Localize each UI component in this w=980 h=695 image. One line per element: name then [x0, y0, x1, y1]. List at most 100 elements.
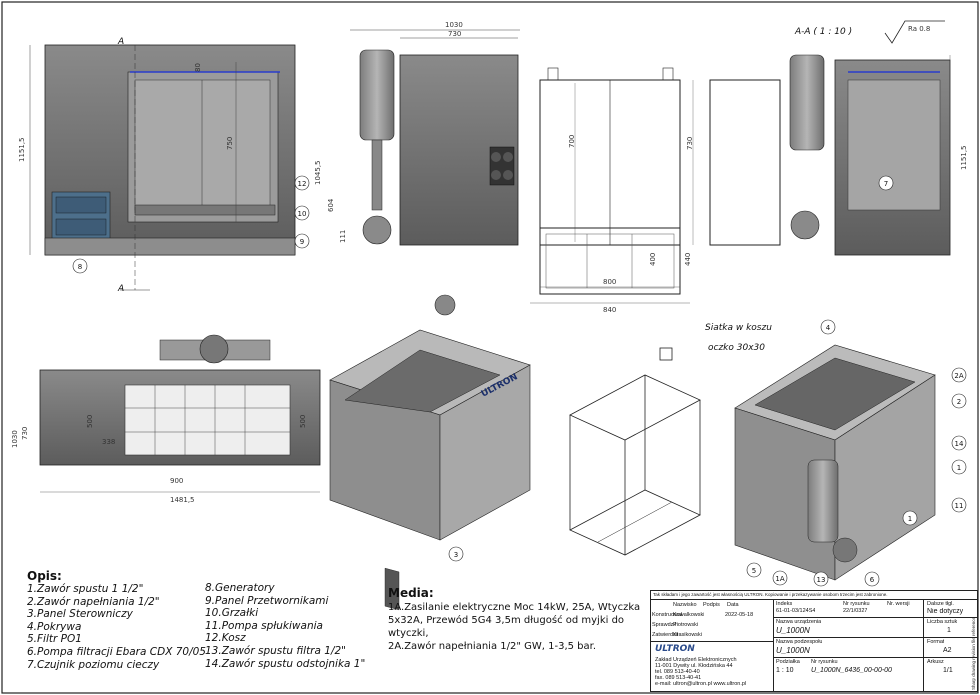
mesh-label-line1: Siatka w koszu: [705, 323, 772, 333]
dim-front-inner: 750: [226, 137, 234, 150]
balloon-1-top: 1: [951, 459, 967, 475]
balloon-11: 11: [951, 497, 967, 513]
opis-item: 7.Czujnik poziomu cieczy: [27, 658, 160, 671]
title-block: Tak składam i jego zawartość jest własno…: [650, 590, 978, 692]
balloon-9: 9: [294, 233, 310, 249]
balloon-2: 2: [951, 393, 967, 409]
basket-front-view: 700: [539, 67, 681, 246]
side-note: Sharp drawing revision file reference: [971, 616, 976, 690]
company-logo: ULTRON: [655, 644, 695, 654]
opis-item: 9.Panel Przetwornikami: [205, 594, 329, 607]
svg-text:9: 9: [300, 238, 304, 246]
section-mark-top: A: [117, 37, 124, 47]
company-line-4: fax. 089 513-40-41: [655, 675, 702, 681]
mesh-label-line2: oczko 30x30: [708, 343, 765, 353]
svg-text:1A: 1A: [775, 575, 784, 583]
plan-view: 1481,5 1030 730 338 900 500 500: [11, 334, 321, 504]
tb-liczba-label: Liczba sztuk: [927, 619, 958, 625]
svg-text:2: 2: [957, 398, 961, 406]
iso-view-basket: [569, 347, 701, 556]
tb-indeks-label: Indeks: [776, 601, 793, 607]
tb-format-value: A2: [943, 647, 952, 654]
iso-view-right: 4 2A 2 14 1 11 1 6 13 1A 5: [734, 319, 967, 587]
opis-item: 1.Zawór spustu 1 1/2": [27, 583, 144, 595]
opis-item: 10.Grzałki: [205, 607, 259, 620]
balloon-2A: 2A: [951, 367, 967, 383]
tb-skala-value: 1 : 10: [776, 667, 794, 674]
svg-text:2A: 2A: [954, 372, 963, 380]
balloon-8: 8: [72, 258, 88, 274]
dim-side-low: 111: [339, 230, 347, 243]
tb-name-3: Krasikowski: [673, 632, 703, 638]
tb-nazwa-pod-label: Nazwa podzespołu: [776, 639, 823, 645]
dim-front-top: 80: [194, 63, 202, 72]
tb-liczba-value: 1: [947, 627, 951, 634]
side-view: 1030 730 1045,5 604 111: [314, 21, 520, 246]
opis-item: 11.Pompa spłukiwania: [205, 619, 323, 632]
svg-text:5: 5: [752, 567, 756, 575]
dim-plan-inner: 730: [21, 427, 29, 440]
tb-format-label: Format: [927, 639, 945, 645]
tb-nr-rysunku-label: Nr rysunku: [843, 601, 870, 607]
tb-arkusz-label: Arkusz: [927, 659, 944, 665]
opis-item: 3.Panel Sterowniczy: [27, 608, 133, 621]
tb-nr-rysunku-value: 22/1/0327: [843, 608, 868, 614]
dim-side-mid: 604: [327, 198, 335, 212]
svg-text:8: 8: [78, 263, 82, 271]
opis-item: 14.Zawór spustu odstojnika 1": [205, 657, 366, 670]
tb-indeks-value: 61-01-03/124S4: [776, 608, 816, 614]
company-line-5: e-mail: ultron@ultron.pl www.ultron.pl: [655, 681, 747, 687]
dim-front-height: 1151,5: [18, 138, 26, 163]
dim-side-total: 1030: [445, 21, 463, 29]
tb-role-3: Zatwierdził: [652, 632, 679, 638]
opis-item: 5.Filtr PO1: [27, 633, 82, 646]
tb-nr-rys2-value: U_1000N_6436_00-00-00: [811, 667, 892, 674]
balloon-5: 5: [746, 562, 762, 578]
opis-item: 13.Zawór spustu filtra 1/2": [205, 644, 346, 657]
balloon-10: 10: [294, 205, 310, 221]
balloon-12: 12: [294, 175, 310, 191]
tb-role-1: Konstruował: [652, 612, 683, 618]
company-line-2: 11-001 Dywity ul. Kłodzińska 44: [655, 663, 733, 669]
tb-dotyczy-label: Dalsze tłgl.: [927, 601, 954, 607]
balloon-6: 6: [864, 571, 880, 587]
tb-name-2: Piotrowski: [673, 622, 699, 628]
tb-nr-wersji-label: Nr. wersji: [887, 601, 910, 607]
balloon-1-bottom: 1: [902, 510, 918, 526]
media-line: 5x32A, Przewód 5G4 3,5m długość od myjki…: [388, 615, 625, 626]
opis-column-1: 1.Zawór spustu 1 1/2" 2.Zawór napełniani…: [27, 583, 207, 671]
basket-top-view: 800 840 400 440: [530, 227, 692, 314]
dim-basket-top-w: 800: [603, 278, 616, 286]
balloon-7: 7: [878, 175, 894, 191]
svg-text:12: 12: [298, 180, 307, 188]
media-line: wtyczki,: [388, 628, 429, 639]
dim-side-top: 730: [448, 30, 461, 38]
svg-text:10: 10: [298, 210, 307, 218]
media-title: Media:: [388, 586, 434, 600]
balloon-13: 13: [813, 571, 829, 587]
dim-plan-depth: 1030: [11, 430, 19, 448]
dim-plan-900: 900: [170, 477, 183, 485]
tb-role-2: Sprawdził: [652, 622, 676, 628]
opis-item: 2.Zawór napełniania 1/2": [27, 595, 160, 608]
section-view: A-A ( 1 : 10 ) Ra 0.8 1151,5 7: [789, 20, 968, 256]
media-block: 1A.Zasilanie elektryczne Moc 14kW, 25A, …: [388, 601, 648, 653]
dim-basket-height: 700: [568, 135, 576, 148]
iso-view-machine: ULTRON 3: [329, 294, 531, 611]
svg-text:6: 6: [870, 576, 875, 584]
tb-nazwa-urz-label: Nazwa urządzenia: [776, 619, 822, 625]
dim-side-height: 1045,5: [314, 161, 322, 186]
dim-plan-500a: 500: [86, 415, 94, 428]
opis-item: 4.Pokrywa: [27, 620, 82, 633]
tb-nazwa-urz-value: U_1000N: [776, 626, 810, 635]
tb-nr-rys2-label: Nr rysunku: [811, 659, 838, 665]
dim-basket-total-h: 440: [684, 253, 692, 266]
svg-text:1: 1: [908, 515, 912, 523]
balloon-1A: 1A: [772, 570, 788, 586]
dim-section-height: 1151,5: [960, 146, 968, 171]
dim-basket-top-h: 400: [649, 253, 657, 266]
front-view: A A 1151,5 750 80 12 10 9 8: [18, 37, 310, 294]
opis-title: Opis:: [27, 569, 62, 583]
balloon-4: 4: [820, 319, 836, 335]
balloon-14: 14: [951, 435, 967, 451]
